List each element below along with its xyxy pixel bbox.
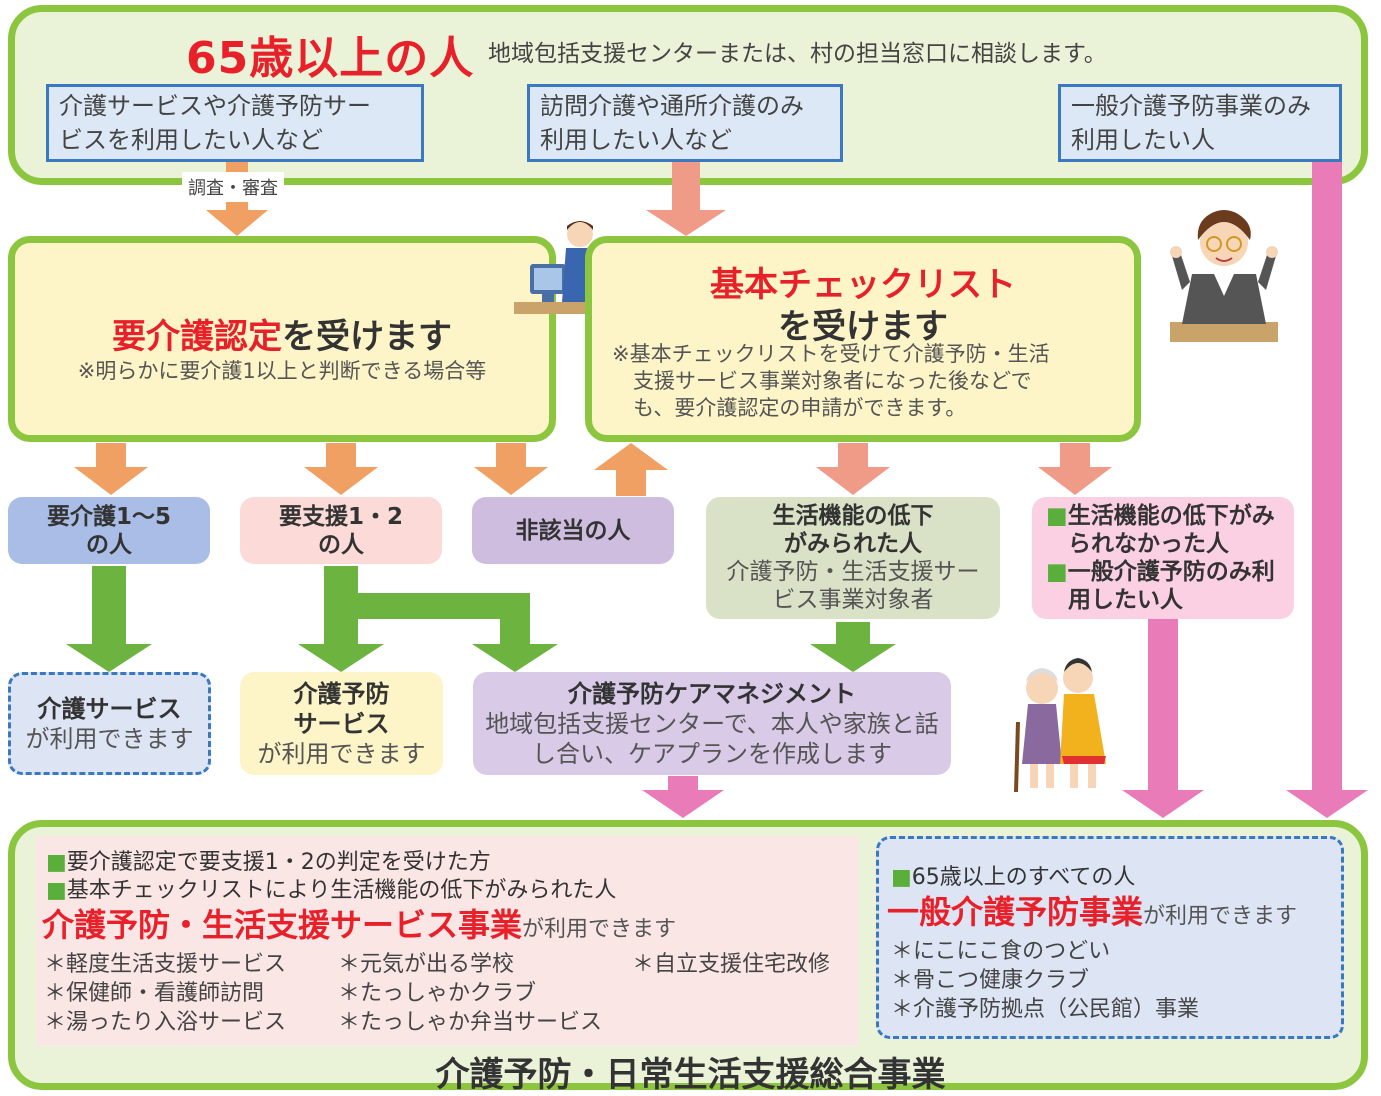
service-care-management: 介護予防ケアマネジメント 地域包括支援センターで、本人や家族と話 し合い、ケアプ… [473, 672, 951, 775]
green-arrows [66, 566, 896, 672]
category-line: 利用したい人 [1071, 126, 1215, 154]
result-line: ■生活機能の低下がみ [1046, 502, 1275, 530]
checklist-box: 基本チェックリスト を受けます ※基本チェックリストを受けて介護予防・生活 支援… [585, 236, 1141, 442]
service-heading-tail: が利用できます [1143, 904, 1298, 929]
bullet-icon: ■ [1046, 559, 1068, 585]
result-line: 要介護1～5 [46, 503, 171, 530]
service-sub: が利用できます [25, 724, 194, 753]
category-line: 一般介護予防事業のみ [1071, 92, 1311, 120]
result-line: 用したい人 [1068, 587, 1183, 613]
service-heading: 介護予防・生活支援サービス事業が利用できます [42, 900, 676, 946]
category-general-prevention: 一般介護予防事業のみ 利用したい人 [1058, 84, 1342, 162]
eligibility-line: ■基本チェックリストにより生活機能の低下がみられた人 [46, 872, 616, 904]
result-not-applicable: 非該当の人 [472, 497, 674, 564]
bottom-right-box: ■65歳以上のすべての人 一般介護予防事業が利用できます ＊にこにこ食のつどい … [876, 836, 1344, 1039]
checklist-note-line: も、要介護認定の申請ができます。 [612, 396, 967, 420]
result-line: がみられた人 [784, 531, 922, 557]
result-line: 非該当の人 [515, 517, 631, 544]
result-line: られなかった人 [1068, 531, 1229, 557]
certification-title: 要介護認定を受けます [15, 309, 549, 358]
result-line: の人 [318, 531, 364, 558]
eligibility-line: ■要介護認定で要支援1・2の判定を受けた方 [46, 844, 491, 876]
result-no-decline: ■生活機能の低下がみ られなかった人 ■一般介護予防のみ利 用したい人 [1032, 497, 1294, 619]
bottom-left-box: ■要介護認定で要支援1・2の判定を受けた方 ■基本チェックリストにより生活機能の… [36, 836, 858, 1046]
certification-note: ※明らかに要介護1以上と判断できる場合等 [77, 359, 487, 383]
service-prevention: 介護予防 サービス が利用できます [240, 672, 443, 775]
service-sub: し合い、ケアプランを作成します [532, 739, 892, 768]
result-text: 生活機能の低下がみ [1067, 503, 1275, 529]
checklist-note-line: ※基本チェックリストを受けて介護予防・生活 [612, 342, 1050, 366]
certification-box: 要介護認定を受けます ※明らかに要介護1以上と判断できる場合等 [8, 236, 556, 442]
bullet-icon: ■ [46, 850, 67, 875]
bullet-icon: ■ [46, 878, 67, 903]
result-care-level: 要介護1～5 の人 [8, 497, 210, 564]
checklist-arrow [646, 162, 726, 236]
category-line: ビスを利用したい人など [59, 126, 323, 154]
staff-woman-illustration [1170, 210, 1278, 342]
result-line: の人 [86, 531, 132, 558]
eligibility-text: 基本チェックリストにより生活機能の低下がみられた人 [66, 878, 617, 903]
survey-tag: 調査・審査 [182, 172, 284, 202]
magenta-arrows [642, 162, 1368, 818]
service-care: 介護サービス が利用できます [8, 672, 211, 775]
service-heading: 一般介護予防事業が利用できます [887, 887, 1297, 933]
service-item: ＊たっしゃか弁当サービス [338, 1010, 603, 1035]
service-title: 介護予防 [293, 679, 390, 708]
checklist-title: 基本チェックリスト [710, 265, 1016, 305]
top-title: 65歳以上の人 [186, 33, 475, 84]
service-item: ＊にこにこ食のつどい [891, 939, 1111, 964]
checklist-note: ※基本チェックリストを受けて介護予防・生活 支援サービス事業対象者になった後など… [612, 341, 1124, 422]
bullet-icon: ■ [891, 865, 912, 890]
service-sub: が利用できます [257, 739, 426, 768]
service-sub: 地域包括支援センターで、本人や家族と話 [485, 709, 939, 738]
service-item: ＊保健師・看護師訪問 [44, 981, 265, 1006]
service-item: ＊湯ったり入浴サービス [44, 1010, 287, 1035]
top-subtitle: 地域包括支援センターまたは、村の担当窓口に相談します。 [488, 41, 1107, 67]
category-line: 介護サービスや介護予防サー [59, 92, 371, 120]
service-item: ＊軽度生活支援サービス [44, 952, 287, 977]
footer-title: 介護予防・日常生活支援総合事業 [435, 1055, 946, 1095]
service-item: ＊元気が出る学校 [338, 952, 515, 977]
checklist-result-arrows [816, 443, 1112, 495]
result-line: 介護予防・生活支援サー [726, 559, 980, 585]
service-heading-tail: が利用できます [522, 917, 677, 942]
result-arrows [74, 443, 668, 496]
checklist-note-line: 支援サービス事業対象者になった後などで [612, 369, 1032, 393]
service-item: ＊自立支援住宅改修 [632, 952, 831, 977]
category-care-services: 介護サービスや介護予防サー ビスを利用したい人など [46, 84, 424, 162]
category-home-visit: 訪問介護や通所介護のみ 利用したい人など [527, 84, 843, 162]
category-line: 利用したい人など [540, 126, 732, 154]
result-line: 生活機能の低下 [772, 503, 934, 529]
result-decline: 生活機能の低下 がみられた人 介護予防・生活支援サー ビス事業対象者 [706, 497, 1000, 619]
result-support-level: 要支援1・2 の人 [240, 497, 442, 564]
result-text: 一般介護予防のみ利 [1067, 559, 1275, 585]
result-line: ビス事業対象者 [772, 587, 934, 613]
certification-title-red: 要介護認定 [112, 317, 282, 357]
service-title: 介護サービス [37, 694, 182, 723]
bullet-icon: ■ [1046, 503, 1068, 529]
certification-title-rest: を受けます [282, 317, 452, 357]
service-item: ＊たっしゃかクラブ [338, 981, 537, 1006]
eligibility-text: 65歳以上のすべての人 [911, 865, 1136, 890]
checklist-title-sub: を受けます [778, 307, 948, 347]
service-title: サービス [293, 709, 390, 738]
service-title: 介護予防ケアマネジメント [568, 679, 856, 708]
service-item: ＊介護予防拠点（公民館）事業 [891, 997, 1200, 1022]
category-line: 訪問介護や通所介護のみ [540, 92, 804, 120]
service-heading-red: 介護予防・生活支援サービス事業 [42, 906, 523, 944]
service-heading-red: 一般介護予防事業 [887, 893, 1144, 931]
service-item: ＊骨こつ健康クラブ [891, 968, 1090, 993]
result-line: ■一般介護予防のみ利 [1046, 558, 1275, 586]
elderly-couple-illustration [1014, 658, 1106, 793]
eligibility-line: ■65歳以上のすべての人 [891, 859, 1135, 891]
eligibility-text: 要介護認定で要支援1・2の判定を受けた方 [66, 850, 491, 875]
result-line: 要支援1・2 [278, 503, 403, 530]
